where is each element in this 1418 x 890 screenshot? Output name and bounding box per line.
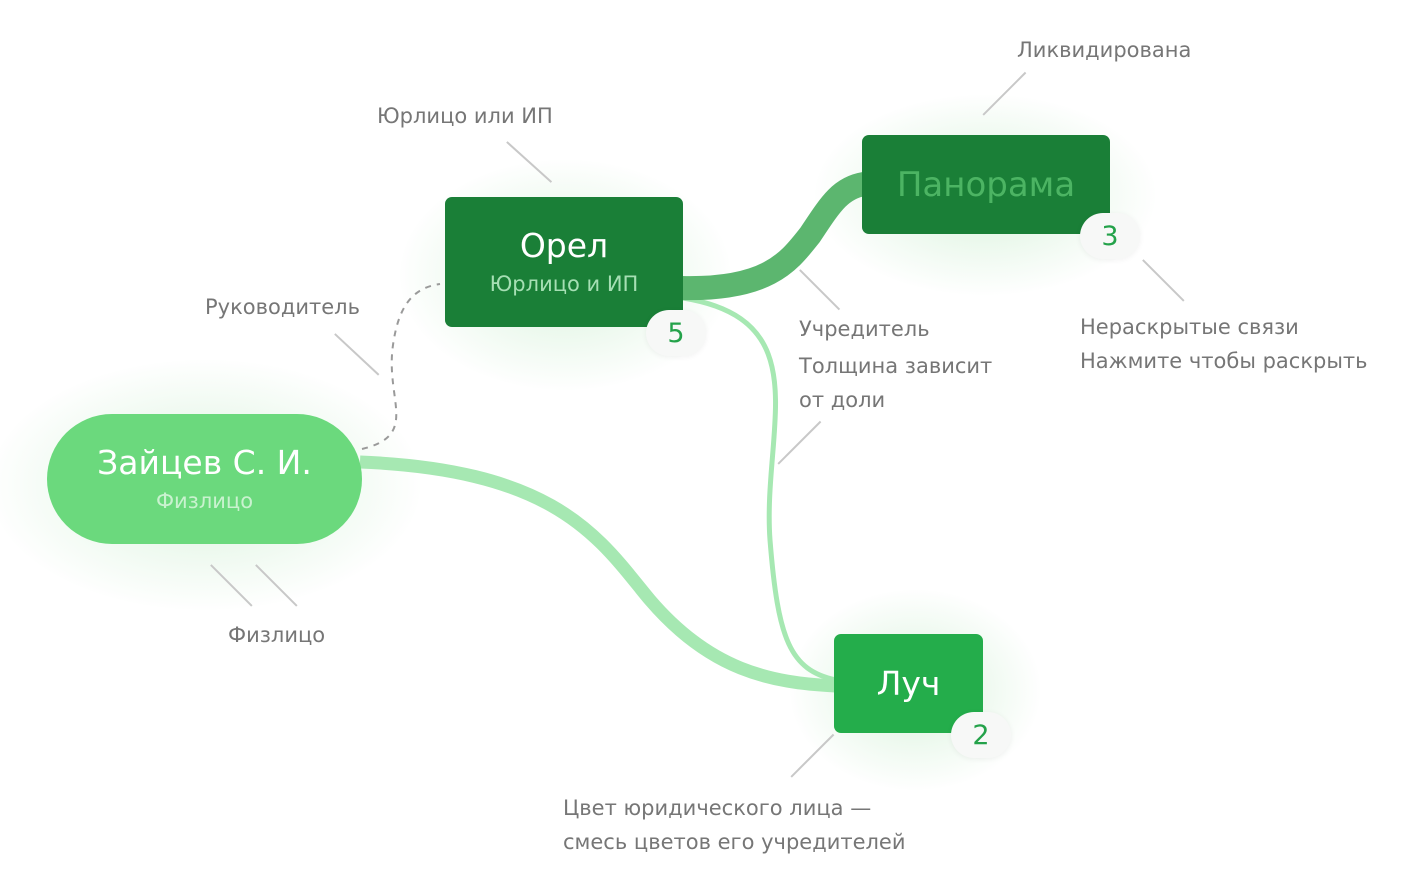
node-title: Луч [876, 663, 941, 703]
unrevealed-count-badge[interactable]: 5 [646, 310, 706, 356]
node-title: Зайцев С. И. [97, 443, 312, 482]
node-zaitsev[interactable]: Зайцев С. И. Физлицо [47, 414, 362, 544]
label-thickness-line-1: Толщина зависит [799, 354, 993, 378]
link-zaitsev-luch[interactable] [359, 455, 837, 693]
node-title: Орел [519, 226, 609, 265]
label-liquidated: Ликвидирована [1017, 38, 1192, 62]
label-thickness-line-2: от доли [799, 388, 886, 412]
node-title: Панорама [896, 164, 1076, 205]
label-individual: Физлицо [228, 623, 326, 647]
label-founder: Учредитель [799, 317, 930, 341]
node-subtitle: Физлицо [155, 489, 254, 513]
link-zaitsev-orel-director[interactable] [361, 283, 441, 450]
label-unrevealed-line-1: Нераскрытые связи [1080, 315, 1299, 339]
label-director: Руководитель [205, 295, 360, 319]
node-panorama[interactable]: Панорама [862, 135, 1110, 234]
node-orel[interactable]: Орел Юрлицо и ИП [445, 197, 683, 327]
link-orel-panorama[interactable] [681, 172, 867, 301]
unrevealed-count-badge[interactable]: 2 [951, 712, 1011, 758]
label-color-line-2: смесь цветов его учредителей [563, 830, 906, 854]
label-legal-entity: Юрлицо или ИП [377, 104, 553, 128]
label-color-line-1: Цвет юридического лица — [563, 796, 872, 820]
link-orel-luch[interactable] [680, 295, 839, 683]
node-subtitle: Юрлицо и ИП [489, 272, 639, 296]
unrevealed-count-badge[interactable]: 3 [1080, 213, 1140, 259]
label-unrevealed-line-2: Нажмите чтобы раскрыть [1080, 349, 1368, 373]
